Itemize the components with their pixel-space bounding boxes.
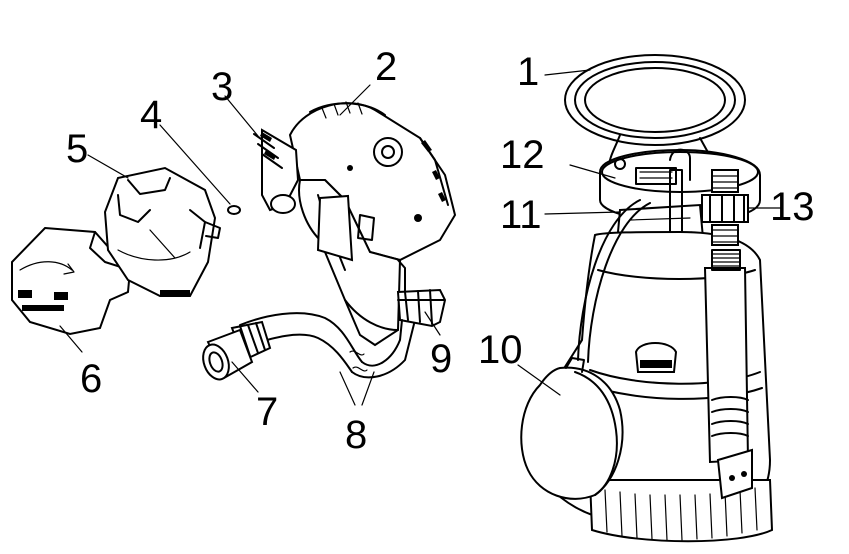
number-labels: 1 2 3 4 5 6 7 8 9 10 11 12 13 [66, 45, 815, 457]
label-9: 9 [430, 337, 452, 381]
label-6: 6 [80, 357, 102, 401]
leader-11 [544, 211, 621, 215]
label-3: 3 [211, 65, 233, 109]
label-12: 12 [500, 133, 545, 177]
label-13: 13 [770, 185, 815, 229]
label-2: 2 [375, 45, 397, 89]
label-1: 1 [517, 50, 539, 94]
leader-2 [339, 84, 371, 116]
part-2-handle [288, 101, 457, 347]
part-10-float [520, 357, 624, 500]
label-11: 11 [500, 193, 542, 237]
label-10: 10 [478, 328, 523, 372]
leader-12 [569, 164, 616, 179]
leader-5 [87, 154, 129, 179]
part-3-nozzle [253, 128, 300, 214]
part-5-cover [103, 166, 221, 297]
leader-10 [517, 364, 561, 396]
leader-lines [59, 69, 781, 406]
leader-4 [159, 124, 231, 205]
leader-6 [59, 325, 83, 353]
part-4-o-ring [227, 205, 241, 215]
label-7: 7 [256, 390, 278, 434]
leader-9 [424, 311, 441, 336]
part-1-cable [564, 54, 746, 166]
label-8: 8 [345, 413, 367, 457]
leader-8a [339, 371, 356, 406]
leader-7 [231, 361, 259, 393]
part-13-connector [701, 169, 749, 246]
label-5: 5 [66, 127, 88, 171]
part-9-clip [396, 288, 447, 328]
part-6-end-cap [11, 226, 132, 336]
part-7-8-hose [202, 312, 415, 381]
label-4: 4 [140, 93, 162, 137]
leader-3 [224, 95, 259, 137]
leader-1 [544, 69, 591, 76]
leader-8b [361, 371, 375, 406]
